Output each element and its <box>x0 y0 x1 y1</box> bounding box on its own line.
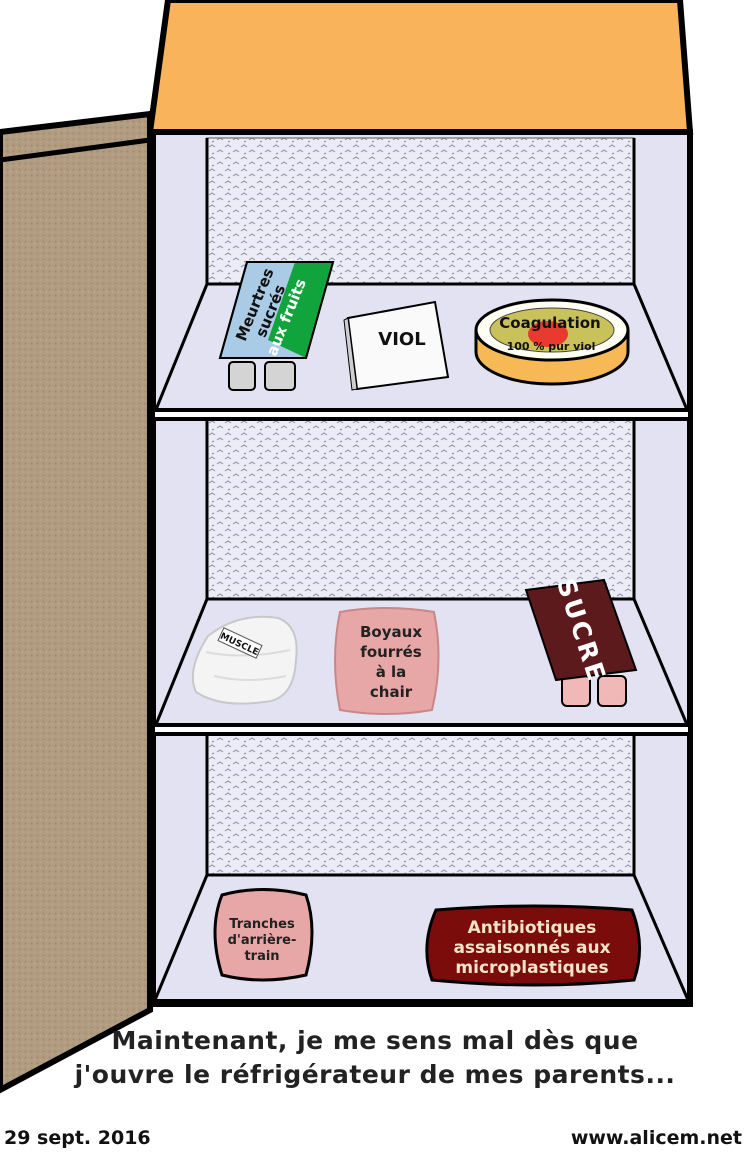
tranches-line-1: Tranches <box>229 917 295 932</box>
footer-date: 29 sept. 2016 <box>4 1127 151 1149</box>
viol-box: VIOL <box>343 300 450 391</box>
antibiotiques-package: Antibiotiques assaisonnés aux microplast… <box>425 904 642 987</box>
coagulation-tin: Coagulation 100 % pur viol <box>474 298 630 386</box>
boyaux-line-3: à la <box>376 663 407 681</box>
caption-line-1: Maintenant, je me sens mal dès que <box>111 1026 639 1055</box>
back-wall-upper <box>206 137 635 285</box>
boyaux-line-4: chair <box>370 683 413 701</box>
footer-site-link[interactable]: www.alicem.net <box>570 1127 742 1149</box>
boyaux-line-1: Boyaux <box>360 623 422 641</box>
antibiotiques-line-1: Antibiotiques <box>468 918 597 938</box>
muscle-package: MUSCLE <box>192 615 298 705</box>
boyaux-line-2: fourrés <box>360 643 421 661</box>
tranches-package: Tranches d'arrière- train <box>213 888 314 982</box>
back-wall-middle <box>206 418 635 600</box>
tranches-line-3: train <box>244 949 279 964</box>
fridge-top <box>146 0 694 135</box>
antibiotiques-line-2: assaisonnés aux <box>453 938 610 958</box>
viol-label: VIOL <box>378 329 425 350</box>
caption-line-2: j'ouvre le réfrigérateur de mes parents.… <box>74 1060 676 1089</box>
antibiotiques-line-3: microplastiques <box>455 958 608 978</box>
coagulation-subtitle: 100 % pur viol <box>507 340 596 353</box>
tranches-line-2: d'arrière- <box>228 933 297 948</box>
back-wall-lower <box>206 732 635 876</box>
fridge-door <box>0 110 153 1094</box>
shelf-1 <box>151 408 692 421</box>
coagulation-title: Coagulation <box>499 314 600 332</box>
shelf-2 <box>151 723 692 736</box>
sucre-box: SUCRE <box>524 575 638 707</box>
boyaux-package: Boyaux fourrés à la chair <box>334 607 440 715</box>
meurtres-sucres-box: Meurtres sucrés aux fruits <box>218 261 335 391</box>
